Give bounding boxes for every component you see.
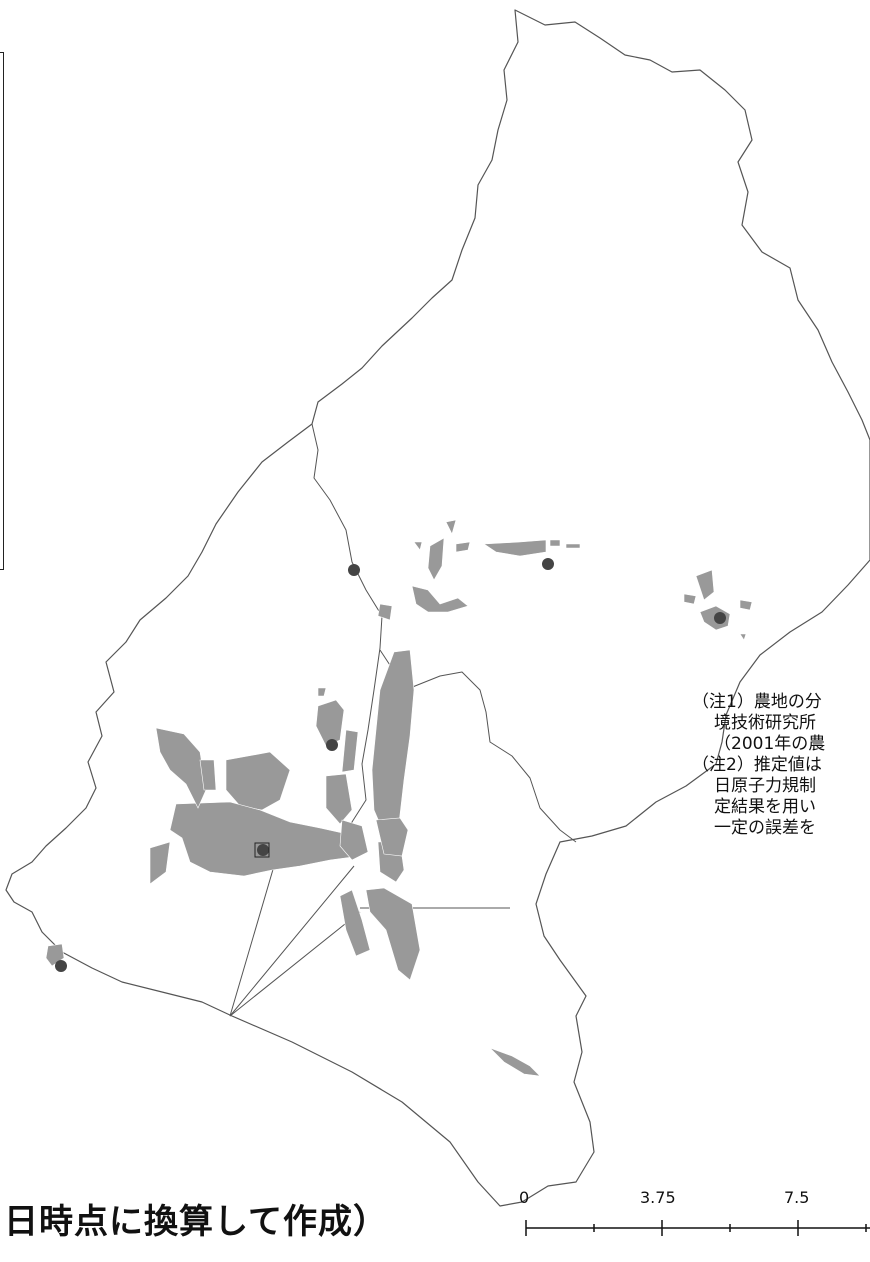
site-square-marker: [254, 842, 270, 858]
farmland-parcel: [365, 887, 421, 981]
scale-label-7-5: 7.5: [784, 1188, 810, 1207]
site-marker: [348, 564, 360, 576]
farmland-parcel: [225, 751, 291, 811]
map-caption: 日時点に換算して作成）: [4, 1202, 388, 1242]
farmland-parcel: [169, 801, 361, 877]
farmland-parcel: [565, 543, 581, 549]
farmland-parcel: [315, 699, 345, 747]
site-markers: [55, 558, 726, 972]
farmland-parcel: [341, 729, 359, 773]
note2-line: 定結果を用い: [714, 797, 816, 817]
farmland-parcel: [489, 1047, 541, 1077]
farmland-parcel: [739, 633, 747, 641]
scale-label-0: 0: [519, 1188, 530, 1207]
farmland-parcel: [445, 519, 457, 535]
farmland-parcel: [695, 569, 715, 601]
note2-line: 日原子力規制: [714, 776, 816, 796]
farmland-parcel: [739, 599, 753, 611]
farmland-parcel: [413, 541, 423, 551]
farmland-parcel: [339, 819, 369, 861]
note1-line: （2001年の農: [714, 734, 826, 754]
farmland-parcel: [427, 537, 445, 581]
farmland-parcel: [377, 603, 393, 621]
farmland-parcel: [411, 585, 469, 613]
farmland-parcel: [483, 539, 547, 557]
farmland-parcel: [155, 727, 207, 809]
site-marker: [257, 844, 269, 856]
notes-block: （注1）農地の分 境技術研究所 （2001年の農 （注2）推定値は 日原子力規制…: [692, 692, 870, 839]
note2-line: 一定の誤差を: [714, 818, 816, 838]
farmland-parcel: [149, 841, 171, 885]
legend-frame: [0, 52, 4, 570]
scale-bar: [525, 1220, 870, 1236]
farmland-parcel: [199, 759, 217, 791]
note1-line: （注1）農地の分: [692, 692, 822, 712]
scale-label-3-75: 3.75: [640, 1188, 676, 1207]
farmland-parcel: [455, 541, 471, 553]
site-marker: [326, 739, 338, 751]
farmland-areas: [45, 519, 753, 1077]
farmland-parcel: [549, 539, 561, 547]
farmland-parcel: [325, 773, 353, 825]
note2-line: （注2）推定値は: [692, 755, 822, 775]
district-boundary: [409, 671, 577, 843]
site-marker: [55, 960, 67, 972]
farmland-parcel: [683, 593, 697, 605]
farmland-parcel: [317, 687, 327, 697]
farmland-parcel: [375, 817, 409, 857]
farmland-parcel: [339, 889, 371, 957]
site-marker: [542, 558, 554, 570]
note1-line: 境技術研究所: [714, 713, 816, 733]
district-boundary: [229, 911, 361, 1017]
site-marker: [714, 612, 726, 624]
